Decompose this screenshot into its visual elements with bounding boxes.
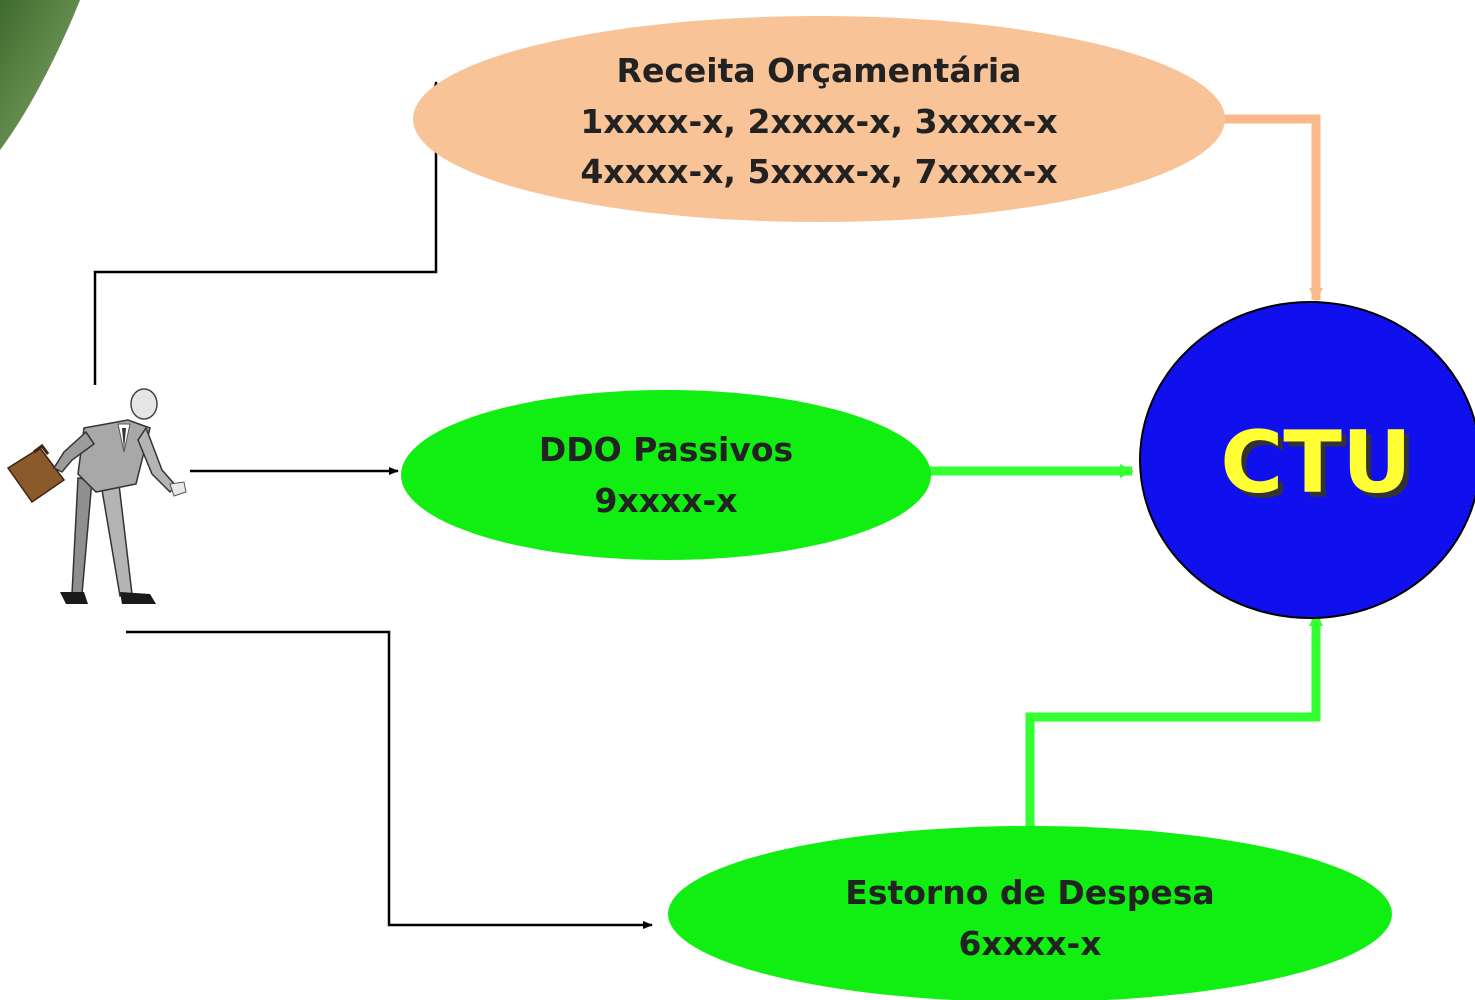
connector-to-estorno bbox=[126, 630, 653, 929]
ddo-title: DDO Passivos bbox=[539, 430, 793, 469]
receita-node: Receita Orçamentária 1xxxx-x, 2xxxx-x, 3… bbox=[413, 16, 1225, 222]
ctu-label: CTU bbox=[1220, 413, 1412, 513]
leaf-corner-decoration bbox=[0, 0, 80, 150]
connector-estorno-to-ctu bbox=[1025, 612, 1323, 828]
businessman-with-briefcase-icon bbox=[6, 388, 187, 604]
receita-ellipse bbox=[413, 16, 1225, 222]
ctu-label-shadow: CTU bbox=[1225, 418, 1417, 518]
receita-codes-2: 4xxxx-x, 5xxxx-x, 7xxxx-x bbox=[580, 152, 1057, 191]
estorno-ellipse bbox=[668, 826, 1392, 1000]
estorno-code: 6xxxx-x bbox=[958, 924, 1101, 963]
receita-title: Receita Orçamentária bbox=[617, 51, 1022, 90]
ddo-node: DDO Passivos 9xxxx-x bbox=[401, 390, 931, 560]
estorno-title: Estorno de Despesa bbox=[845, 873, 1214, 912]
ddo-code: 9xxxx-x bbox=[594, 481, 737, 520]
ddo-ellipse bbox=[401, 390, 931, 560]
connector-receita-to-ctu bbox=[1222, 114, 1323, 302]
receita-codes-1: 1xxxx-x, 2xxxx-x, 3xxxx-x bbox=[580, 102, 1057, 141]
estorno-node: Estorno de Despesa 6xxxx-x bbox=[668, 826, 1392, 1000]
ctu-node: CTU CTU bbox=[1139, 301, 1475, 619]
ctu-circle bbox=[1139, 301, 1475, 619]
connector-to-receita bbox=[93, 81, 440, 385]
